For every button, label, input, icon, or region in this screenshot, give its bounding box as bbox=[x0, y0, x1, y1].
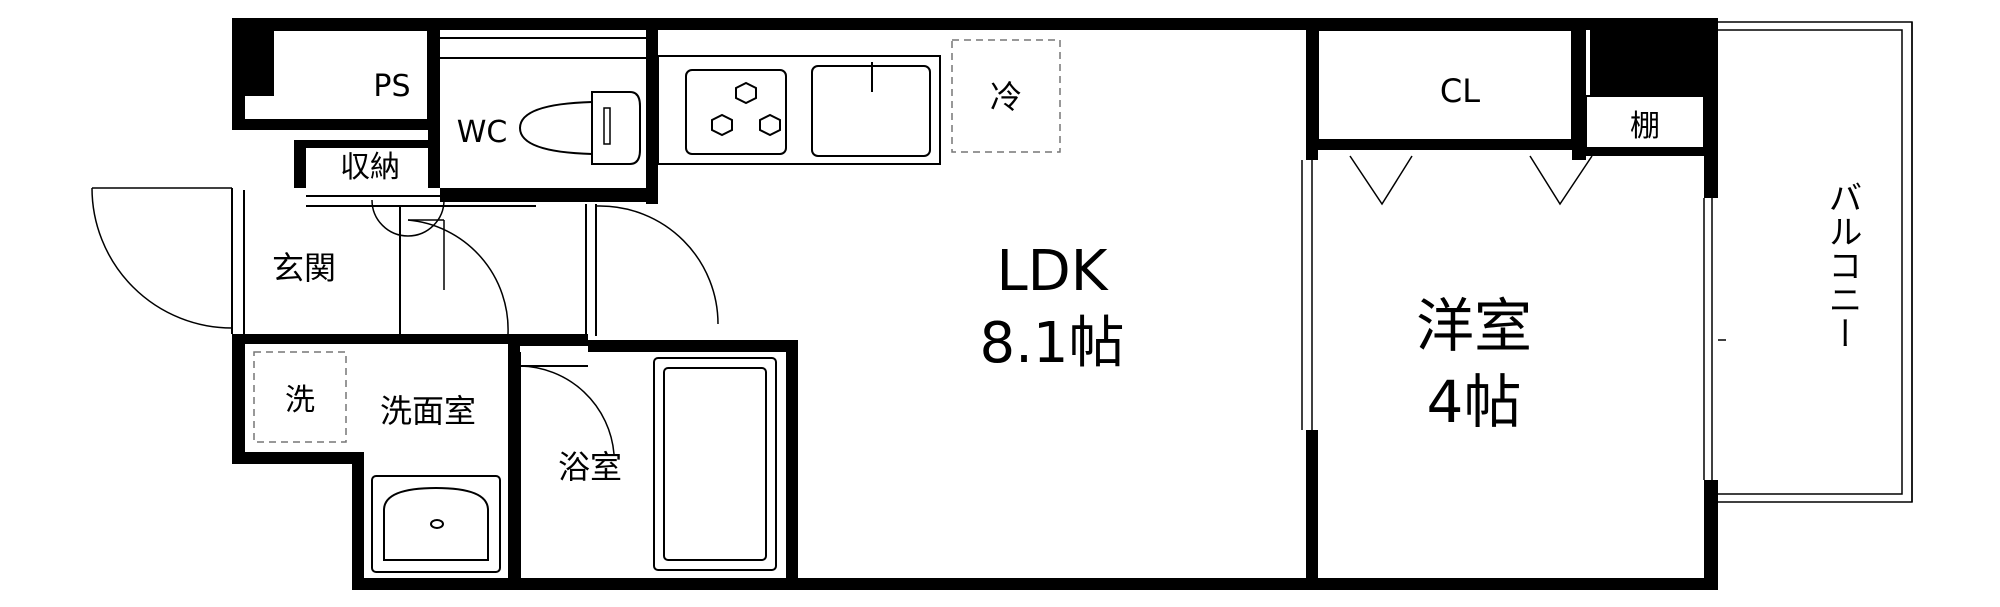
label-fridge: 冷 bbox=[990, 78, 1022, 116]
western-name: 洋室 bbox=[1416, 292, 1532, 360]
label-ps: PS bbox=[373, 69, 410, 104]
labels: PS WC 収納 玄関 冷 洗 洗面室 浴室 CL 棚 LDK 8.1帖 洋室 … bbox=[272, 69, 1862, 486]
label-washer: 洗 bbox=[285, 383, 315, 418]
label-storage: 収納 bbox=[340, 150, 400, 185]
label-entrance: 玄関 bbox=[272, 249, 336, 287]
ldk-name: LDK bbox=[996, 239, 1108, 304]
toilet-icon bbox=[518, 91, 641, 165]
label-balcony: バルコニー bbox=[1822, 180, 1862, 350]
fixtures bbox=[253, 39, 1061, 443]
interior-lines bbox=[243, 29, 1726, 578]
fridge-space bbox=[951, 39, 1061, 153]
washer-space bbox=[253, 351, 347, 443]
label-shelf: 棚 bbox=[1630, 109, 1660, 144]
label-wc: WC bbox=[457, 115, 508, 150]
stove-icon bbox=[711, 81, 781, 137]
western-size: 4帖 bbox=[1427, 368, 1522, 436]
label-washroom: 洗面室 bbox=[380, 392, 476, 430]
label-closet: CL bbox=[1440, 72, 1480, 110]
balcony-outline bbox=[1718, 21, 1913, 503]
ldk-size: 8.1帖 bbox=[979, 311, 1124, 376]
label-bathroom: 浴室 bbox=[558, 448, 622, 486]
walls bbox=[232, 18, 1718, 590]
door-swings bbox=[91, 155, 1593, 460]
